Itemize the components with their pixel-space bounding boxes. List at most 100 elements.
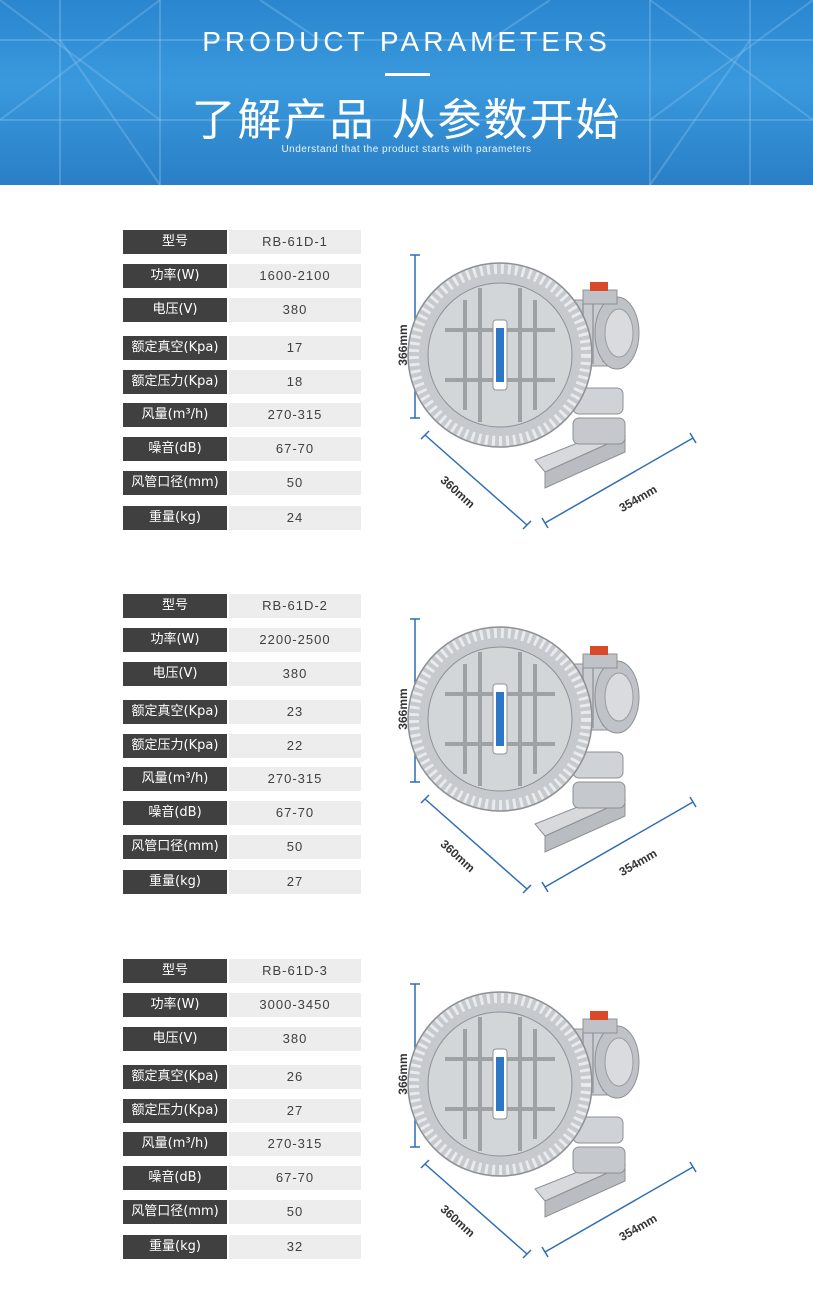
spec-value: 380 [229, 1027, 361, 1051]
spec-value: 67-70 [229, 1166, 361, 1190]
blower-illustration [407, 262, 640, 489]
spec-row: 风管口径(mm)50 [123, 1200, 361, 1224]
blower-illustration [407, 991, 640, 1218]
spec-row: 电压(V)380 [123, 662, 361, 686]
depth-dimension-label: 360mm [438, 837, 478, 875]
product-image: 366mm 360mm 354mm [385, 604, 715, 904]
spec-row: 额定压力(Kpa)22 [123, 734, 361, 758]
spec-value: 380 [229, 662, 361, 686]
blower-illustration [407, 626, 640, 853]
depth-dimension-line [420, 1159, 532, 1259]
width-dimension-line [541, 796, 697, 893]
spec-row: 功率(W)2200-2500 [123, 628, 361, 652]
spec-row: 重量(kg)24 [123, 506, 361, 530]
spec-row: 功率(W)3000-3450 [123, 993, 361, 1017]
subtitle: Understand that the product starts with … [281, 144, 532, 155]
spec-value: 2200-2500 [229, 628, 361, 652]
spec-label: 风量(m³/h) [123, 403, 227, 427]
depth-dimension-line [420, 794, 532, 894]
spec-value: 23 [229, 700, 361, 724]
spec-value: 24 [229, 506, 361, 530]
spec-label: 型号 [123, 594, 227, 618]
height-dimension-label: 366mm [396, 1053, 410, 1094]
product-image: 366mm 360mm 354mm [385, 240, 715, 540]
spec-label: 功率(W) [123, 264, 227, 288]
spec-row: 风量(m³/h)270-315 [123, 403, 361, 427]
spec-value: 67-70 [229, 437, 361, 461]
spec-label: 风量(m³/h) [123, 767, 227, 791]
spec-row: 风量(m³/h)270-315 [123, 767, 361, 791]
spec-value: 50 [229, 1200, 361, 1224]
spec-value: 18 [229, 370, 361, 394]
blower-diagram: 366mm 360mm 354mm [396, 618, 697, 894]
spec-row: 风管口径(mm)50 [123, 471, 361, 495]
spec-label: 风管口径(mm) [123, 1200, 227, 1224]
spec-value: RB-61D-1 [229, 230, 361, 254]
spec-value: 270-315 [229, 403, 361, 427]
spec-value: 3000-3450 [229, 993, 361, 1017]
spec-label: 风管口径(mm) [123, 835, 227, 859]
spec-label: 额定压力(Kpa) [123, 734, 227, 758]
spec-row: 噪音(dB)67-70 [123, 1166, 361, 1190]
spec-row: 重量(kg)27 [123, 870, 361, 894]
spec-value: 270-315 [229, 1132, 361, 1156]
spec-label: 额定真空(Kpa) [123, 336, 227, 360]
height-dimension-label: 366mm [396, 688, 410, 729]
width-dimension-line [541, 432, 697, 529]
spec-label: 额定真空(Kpa) [123, 700, 227, 724]
spec-value: 50 [229, 835, 361, 859]
spec-value: 22 [229, 734, 361, 758]
blower-diagram: 366mm 360mm 354mm [396, 254, 697, 530]
spec-row: 额定真空(Kpa)23 [123, 700, 361, 724]
spec-value: RB-61D-3 [229, 959, 361, 983]
width-dimension-line [541, 1161, 697, 1258]
spec-value: 50 [229, 471, 361, 495]
spec-value: RB-61D-2 [229, 594, 361, 618]
spec-label: 重量(kg) [123, 870, 227, 894]
width-dimension-label: 354mm [617, 482, 660, 515]
depth-dimension-line [420, 430, 532, 530]
spec-label: 型号 [123, 230, 227, 254]
spec-value: 26 [229, 1065, 361, 1089]
spec-value: 27 [229, 870, 361, 894]
title-divider [385, 73, 430, 76]
spec-row: 噪音(dB)67-70 [123, 801, 361, 825]
title-chinese: 了解产品 从参数开始 [191, 95, 622, 146]
spec-value: 270-315 [229, 767, 361, 791]
spec-row: 功率(W)1600-2100 [123, 264, 361, 288]
spec-label: 风管口径(mm) [123, 471, 227, 495]
spec-label: 额定压力(Kpa) [123, 370, 227, 394]
product-image: 366mm 360mm 354mm [385, 969, 715, 1269]
steel-truss-background [0, 0, 813, 185]
spec-row: 额定真空(Kpa)17 [123, 336, 361, 360]
spec-value: 67-70 [229, 801, 361, 825]
spec-row: 额定压力(Kpa)27 [123, 1099, 361, 1123]
spec-row: 电压(V)380 [123, 1027, 361, 1051]
spec-value: 27 [229, 1099, 361, 1123]
spec-row: 风管口径(mm)50 [123, 835, 361, 859]
spec-row: 额定真空(Kpa)26 [123, 1065, 361, 1089]
spec-label: 噪音(dB) [123, 801, 227, 825]
spec-label: 额定压力(Kpa) [123, 1099, 227, 1123]
spec-row: 重量(kg)32 [123, 1235, 361, 1259]
depth-dimension-label: 360mm [438, 1202, 478, 1240]
spec-label: 噪音(dB) [123, 1166, 227, 1190]
spec-label: 电压(V) [123, 298, 227, 322]
spec-label: 电压(V) [123, 662, 227, 686]
spec-label: 重量(kg) [123, 506, 227, 530]
spec-label: 风量(m³/h) [123, 1132, 227, 1156]
spec-value: 32 [229, 1235, 361, 1259]
width-dimension-label: 354mm [617, 1211, 660, 1244]
height-dimension-label: 366mm [396, 324, 410, 365]
spec-value: 17 [229, 336, 361, 360]
spec-label: 重量(kg) [123, 1235, 227, 1259]
spec-label: 噪音(dB) [123, 437, 227, 461]
spec-label: 额定真空(Kpa) [123, 1065, 227, 1089]
spec-row: 风量(m³/h)270-315 [123, 1132, 361, 1156]
